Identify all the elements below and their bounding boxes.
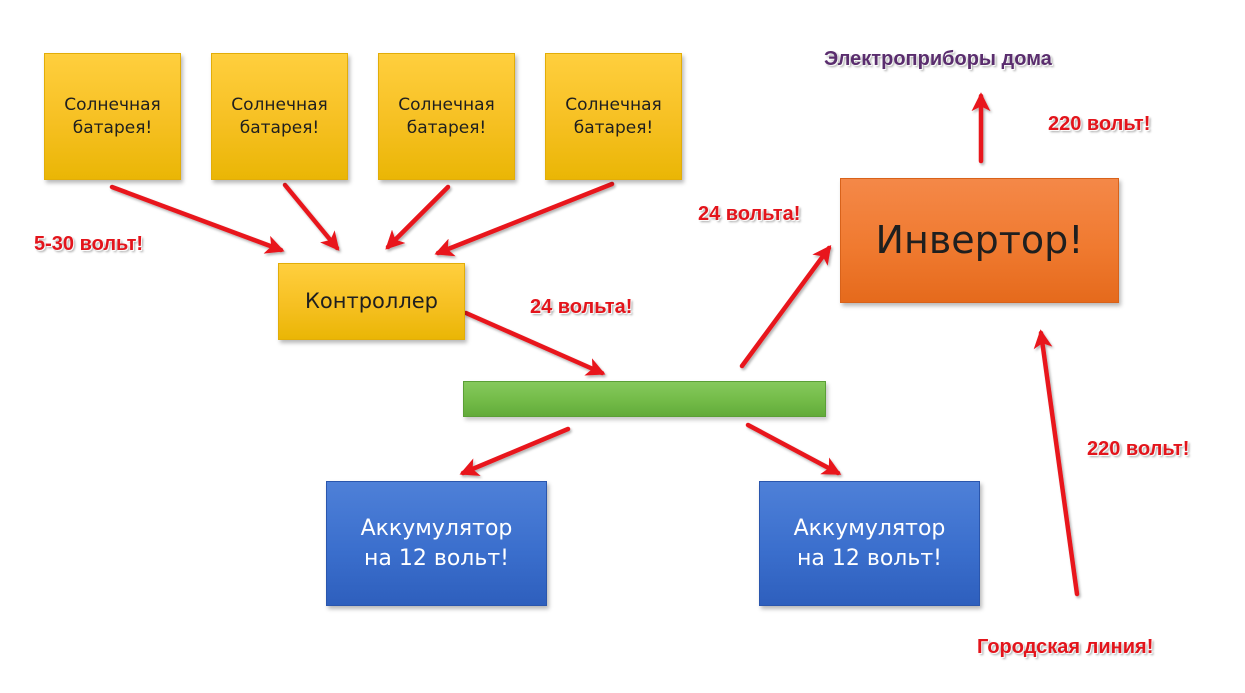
battery-label: на 12 вольт! bbox=[364, 545, 509, 571]
solar-panel-2: Солнечная батарея! bbox=[211, 53, 348, 180]
solar-panel-label: батарея! bbox=[72, 117, 153, 138]
solar-panel-label: батарея! bbox=[239, 117, 320, 138]
grid-line-label: Городская линия! bbox=[977, 636, 1154, 658]
solar-panel-label: Солнечная bbox=[565, 94, 662, 115]
appliances-label: Электроприборы дома bbox=[824, 48, 1052, 70]
panels-voltage-label: 5-30 вольт! bbox=[34, 233, 144, 255]
solar-panel-label: Солнечная bbox=[64, 94, 161, 115]
battery-label: Аккумулятор bbox=[793, 515, 946, 541]
solar-panel-3: Солнечная батарея! bbox=[378, 53, 515, 180]
battery-label: на 12 вольт! bbox=[797, 545, 942, 571]
arrow-panel2-to-controller bbox=[282, 182, 340, 251]
solar-panel-label: Солнечная bbox=[398, 94, 495, 115]
arrow-bus-to-inverter bbox=[739, 244, 832, 369]
solar-panel-label: Солнечная bbox=[231, 94, 328, 115]
controller-output-voltage-label: 24 вольта! bbox=[530, 296, 633, 318]
battery-left: Аккумулятор на 12 вольт! bbox=[326, 481, 547, 606]
arrow-panel4-to-controller bbox=[434, 181, 615, 257]
battery-label: Аккумулятор bbox=[360, 515, 513, 541]
controller-label: Контроллер bbox=[305, 289, 438, 314]
inverter-label: Инвертор! bbox=[875, 217, 1084, 262]
bus-bar bbox=[463, 381, 826, 417]
arrow-bus-to-battery-right bbox=[745, 422, 842, 476]
arrow-bus-to-battery-left bbox=[459, 426, 571, 476]
grid-voltage-label: 220 вольт! bbox=[1087, 438, 1190, 460]
inverter-box: Инвертор! bbox=[840, 178, 1119, 303]
battery-right: Аккумулятор на 12 вольт! bbox=[759, 481, 980, 606]
arrow-panel3-to-controller bbox=[385, 184, 451, 250]
controller-box: Контроллер bbox=[278, 263, 465, 340]
solar-panel-1: Солнечная батарея! bbox=[44, 53, 181, 180]
solar-panel-label: батарея! bbox=[573, 117, 654, 138]
solar-panel-label: батарея! bbox=[406, 117, 487, 138]
inverter-input-voltage-label: 24 вольта! bbox=[698, 203, 801, 225]
arrow-grid-to-inverter bbox=[1033, 329, 1080, 597]
solar-panel-4: Солнечная батарея! bbox=[545, 53, 682, 180]
inverter-output-voltage-label: 220 вольт! bbox=[1048, 113, 1151, 135]
arrow-controller-to-bus bbox=[463, 310, 606, 376]
